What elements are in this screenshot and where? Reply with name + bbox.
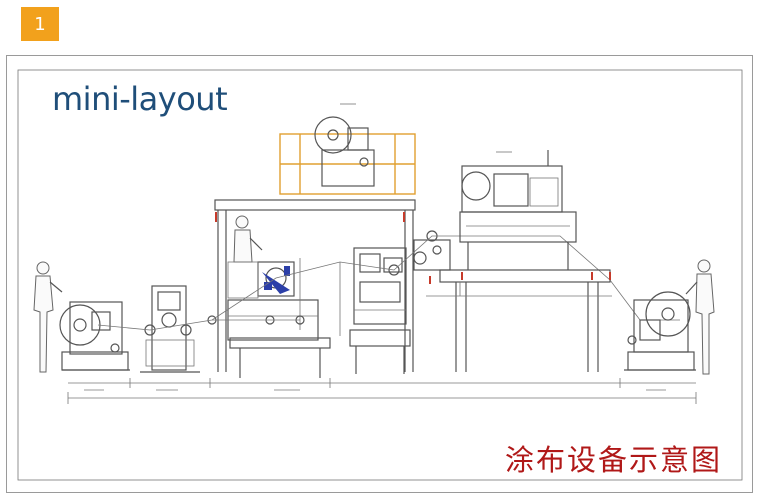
red-markers <box>215 212 611 284</box>
operator-platform-figure <box>227 215 263 299</box>
dimension-lines <box>67 378 697 404</box>
diagram-caption: 涂布设备示意图 <box>505 443 723 477</box>
dryer-oven <box>426 150 612 372</box>
drawing-inner-border <box>17 69 743 481</box>
drawing-frame <box>6 55 753 493</box>
unwinder-left <box>59 301 130 371</box>
web-path <box>97 235 680 331</box>
rewinder-right <box>624 291 696 371</box>
unit-label-marks <box>84 103 666 391</box>
upper-unwind-station <box>279 116 416 195</box>
coater-main-frame <box>214 199 416 378</box>
slide-title: mini-layout <box>52 80 228 118</box>
coating-head-unit <box>349 230 451 374</box>
infeed-unit <box>140 285 217 373</box>
operator-left-figure <box>33 261 63 373</box>
slide-number-badge: 1 <box>21 7 59 41</box>
operator-right-figure <box>685 259 715 375</box>
